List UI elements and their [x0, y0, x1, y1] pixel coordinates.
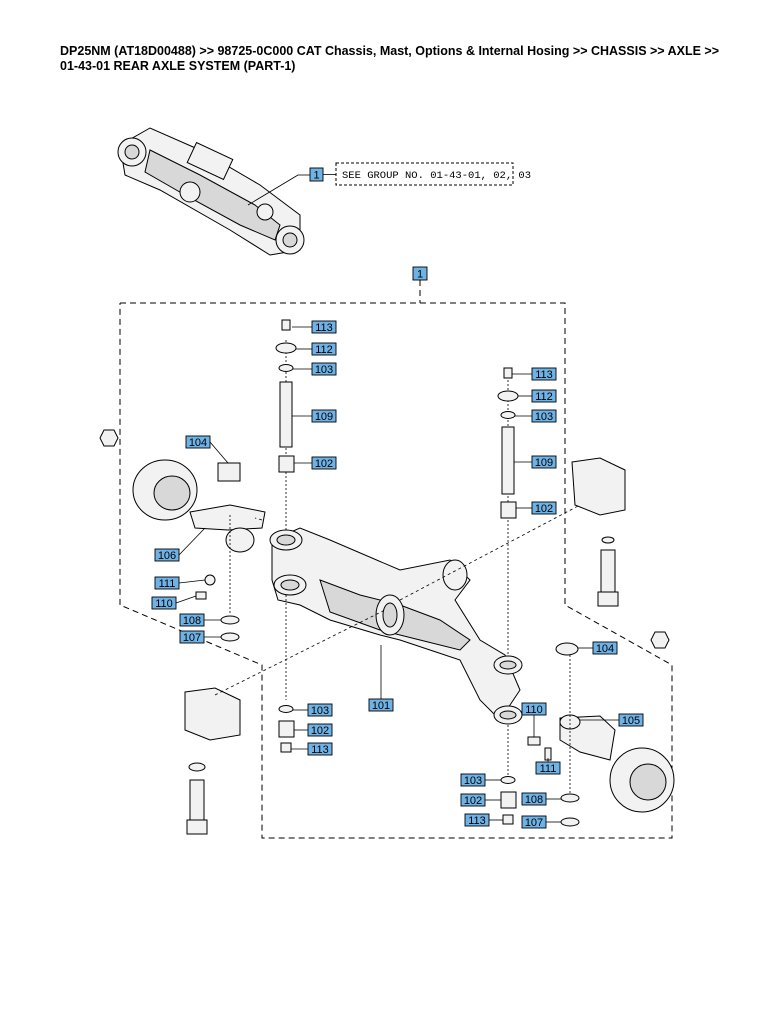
- callout-112-right: 112: [518, 389, 557, 403]
- svg-text:109: 109: [535, 457, 553, 469]
- callout-109-right: 109: [514, 455, 557, 469]
- part-callouts: 113 112 103 109 102 113 112 103 109 102 …: [151, 320, 644, 829]
- callout-113-right-bottom: 113: [464, 813, 503, 827]
- svg-text:111: 111: [540, 763, 557, 775]
- svg-text:112: 112: [535, 391, 553, 403]
- breadcrumb-line: DP25NM (AT18D00488) >> 98725-0C000 CAT C…: [60, 44, 720, 58]
- callout-111-right: 111: [535, 758, 561, 775]
- svg-text:113: 113: [468, 815, 486, 827]
- svg-text:108: 108: [183, 615, 201, 627]
- callout-104-right: 104: [578, 641, 618, 655]
- svg-text:103: 103: [464, 775, 482, 787]
- svg-text:108: 108: [525, 794, 543, 806]
- callout-103-right-top: 103: [515, 409, 557, 423]
- callout-102-left-top: 102: [294, 456, 337, 470]
- callout-106: 106: [154, 527, 206, 562]
- page-title: DP25NM (AT18D00488) >> 98725-0C000 CAT C…: [60, 44, 720, 74]
- svg-text:107: 107: [525, 817, 543, 829]
- callout-112-left: 112: [296, 342, 337, 356]
- svg-text:109: 109: [315, 411, 333, 423]
- callout-110-right: 110: [521, 702, 547, 737]
- left-king-pin-stack: [275, 319, 297, 753]
- callout-109-left: 109: [292, 409, 337, 423]
- axle-beam-part-101: [269, 527, 523, 725]
- callout-103-left-top: 103: [293, 362, 337, 376]
- svg-text:103: 103: [315, 364, 333, 376]
- svg-text:102: 102: [311, 725, 329, 737]
- assembly-guide-lines: [214, 504, 581, 795]
- callout-110-left: 110: [151, 595, 197, 610]
- svg-text:112: 112: [315, 344, 333, 356]
- callout-113-right-top: 113: [512, 367, 557, 381]
- callout-103-left-bottom: 103: [293, 703, 333, 717]
- assembly-callout-number: 1: [417, 269, 423, 281]
- svg-text:102: 102: [464, 795, 482, 807]
- callout-102-left-bottom: 102: [294, 723, 333, 737]
- callout-108-right: 108: [521, 792, 561, 806]
- svg-text:110: 110: [525, 704, 543, 716]
- axle-overview-illustration: [117, 127, 310, 256]
- reference-callout: 1 SEE GROUP NO. 01-43-01, 02, 03: [309, 162, 531, 186]
- callout-107-right: 107: [521, 815, 561, 829]
- svg-text:104: 104: [189, 437, 207, 449]
- svg-text:113: 113: [535, 369, 553, 381]
- section-title: 01-43-01 REAR AXLE SYSTEM (PART-1): [60, 59, 296, 73]
- svg-text:101: 101: [372, 700, 390, 712]
- svg-text:107: 107: [183, 632, 201, 644]
- callout-103-right-bottom: 103: [460, 773, 501, 787]
- svg-text:103: 103: [535, 411, 553, 423]
- callout-111-left: 111: [154, 576, 206, 590]
- callout-102-right-top: 102: [516, 501, 557, 515]
- svg-text:104: 104: [596, 643, 614, 655]
- right-king-pin-stack: [497, 367, 519, 825]
- callout-108-left: 108: [179, 613, 221, 627]
- callout-107-left: 107: [179, 630, 221, 644]
- svg-text:105: 105: [622, 715, 640, 727]
- svg-text:111: 111: [159, 578, 176, 590]
- svg-text:113: 113: [315, 322, 333, 334]
- reference-callout-number: 1: [313, 170, 319, 182]
- see-group-note: SEE GROUP NO. 01-43-01, 02, 03: [342, 170, 531, 182]
- callout-105: 105: [580, 713, 644, 727]
- callout-113-left-top: 113: [292, 320, 337, 334]
- svg-text:106: 106: [158, 550, 176, 562]
- assembly-boundary: 1: [119, 266, 673, 839]
- callout-104-left: 104: [185, 435, 229, 464]
- svg-text:102: 102: [315, 458, 333, 470]
- left-hub-knuckle: [99, 429, 266, 835]
- callout-102-right-bottom: 102: [460, 793, 501, 807]
- svg-text:113: 113: [311, 744, 329, 756]
- callout-113-left-bottom: 113: [291, 742, 333, 756]
- svg-text:110: 110: [155, 598, 173, 610]
- svg-text:103: 103: [311, 705, 329, 717]
- svg-text:102: 102: [535, 503, 553, 515]
- callout-101: 101: [368, 645, 394, 712]
- right-hub-knuckle: [527, 457, 675, 827]
